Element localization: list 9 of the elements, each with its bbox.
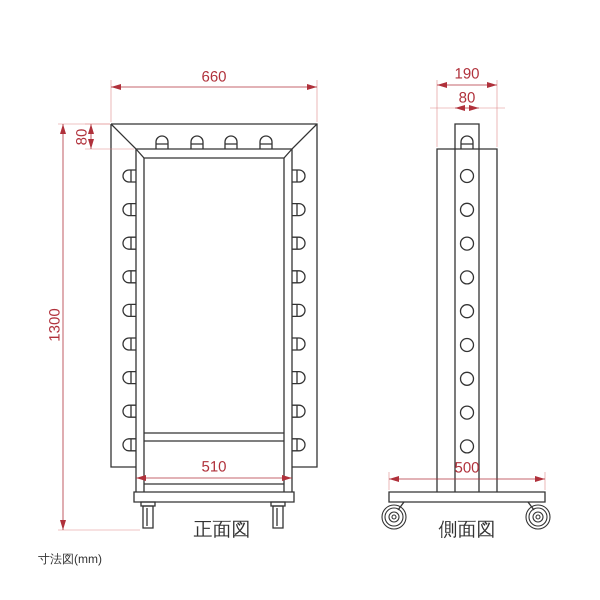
note: 寸法図(mm) — [38, 553, 102, 565]
dimension-value: 190 — [454, 66, 480, 82]
view-title: 正面図 — [194, 520, 250, 540]
dimension-value: 660 — [201, 70, 227, 84]
dimension-value: 80 — [458, 90, 476, 106]
dimension-value: 1300 — [48, 308, 62, 342]
view-title: 側面図 — [438, 520, 496, 540]
dimension-value: 510 — [201, 460, 227, 474]
dimension-value: 80 — [74, 128, 90, 146]
